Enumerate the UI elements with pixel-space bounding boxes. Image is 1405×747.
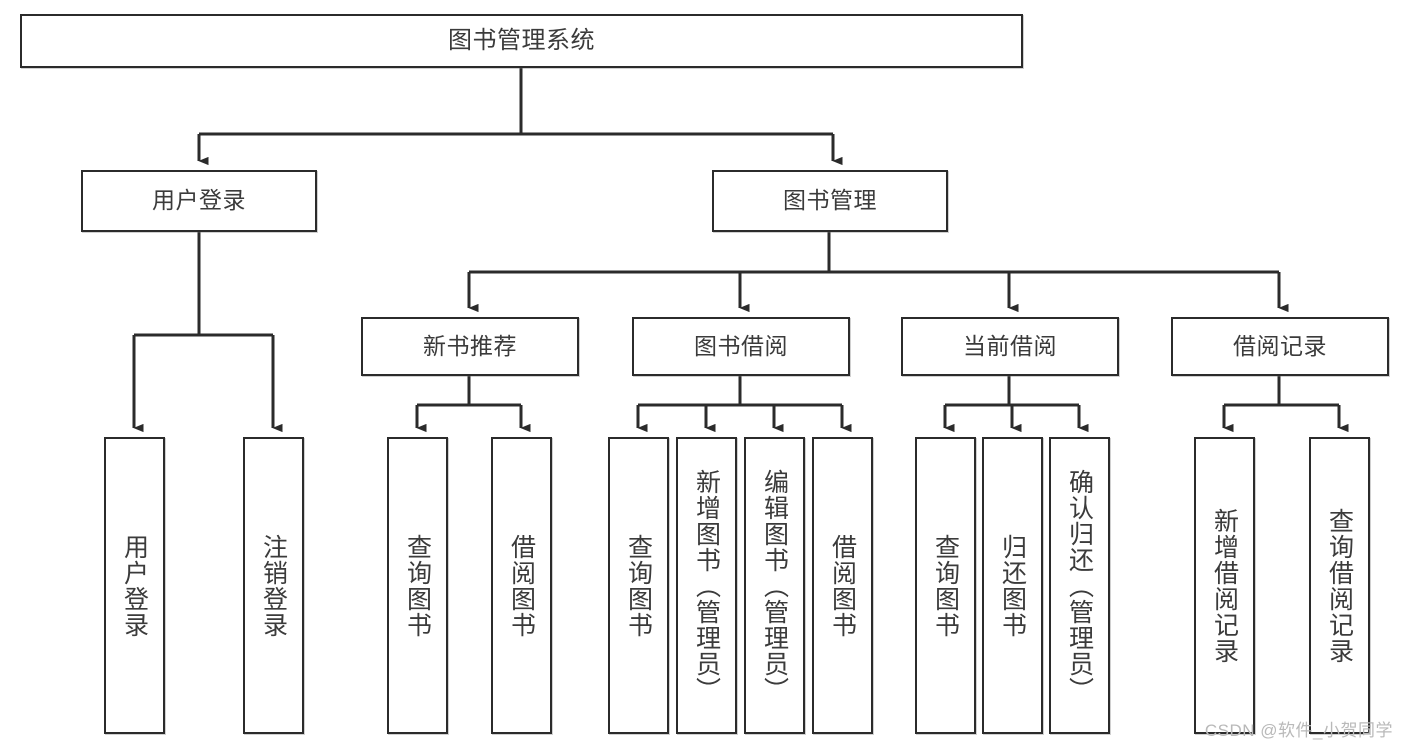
node-current-borrowing[interactable]: 当前借阅 — [901, 317, 1119, 376]
node-label: 图书管理系统 — [448, 26, 595, 54]
leaf-query-borrow-record[interactable]: 查询借阅记录 — [1309, 437, 1370, 734]
node-label: 归还图书 — [998, 533, 1027, 638]
leaf-logout[interactable]: 注销登录 — [243, 437, 304, 734]
node-label: 查询图书 — [403, 533, 432, 638]
node-label: 编辑图书（管理员） — [760, 468, 789, 703]
node-label: 用户登录 — [152, 187, 246, 214]
node-label: 新增图书（管理员） — [692, 468, 721, 703]
node-user-login[interactable]: 用户登录 — [81, 170, 317, 232]
node-label: 图书借阅 — [694, 332, 788, 359]
node-new-book-recommendation[interactable]: 新书推荐 — [361, 317, 579, 376]
leaf-add-book-admin[interactable]: 新增图书（管理员） — [676, 437, 737, 734]
node-label: 当前借阅 — [963, 332, 1057, 359]
node-label: 注销登录 — [259, 533, 288, 638]
leaf-query-books-newbooks[interactable]: 查询图书 — [387, 437, 448, 734]
leaf-query-books-borrow[interactable]: 查询图书 — [608, 437, 669, 734]
leaf-user-login[interactable]: 用户登录 — [104, 437, 165, 734]
csdn-watermark: CSDN @软件_小贺同学 — [1204, 721, 1393, 740]
leaf-borrow-books-newbooks[interactable]: 借阅图书 — [491, 437, 552, 734]
leaf-confirm-return-admin[interactable]: 确认归还（管理员） — [1049, 437, 1110, 734]
node-label: 用户登录 — [120, 533, 149, 638]
node-label: 查询图书 — [624, 533, 653, 638]
node-label: 确认归还（管理员） — [1065, 468, 1094, 703]
node-label: 新书推荐 — [423, 332, 517, 359]
node-book-management[interactable]: 图书管理 — [712, 170, 948, 232]
node-borrowing-records[interactable]: 借阅记录 — [1171, 317, 1389, 376]
node-book-borrowing[interactable]: 图书借阅 — [632, 317, 850, 376]
node-label: 图书管理 — [783, 187, 877, 214]
node-label: 借阅记录 — [1233, 332, 1327, 359]
node-root-book-management-system[interactable]: 图书管理系统 — [20, 14, 1023, 68]
node-label: 借阅图书 — [507, 533, 536, 638]
leaf-query-books-current[interactable]: 查询图书 — [915, 437, 976, 734]
node-label: 查询图书 — [931, 533, 960, 638]
node-label: 新增借阅记录 — [1210, 507, 1239, 664]
leaf-borrow-books[interactable]: 借阅图书 — [812, 437, 873, 734]
node-label: 查询借阅记录 — [1325, 507, 1354, 664]
node-label: 借阅图书 — [828, 533, 857, 638]
leaf-add-borrow-record[interactable]: 新增借阅记录 — [1194, 437, 1255, 734]
leaf-return-books[interactable]: 归还图书 — [982, 437, 1043, 734]
leaf-edit-book-admin[interactable]: 编辑图书（管理员） — [744, 437, 805, 734]
